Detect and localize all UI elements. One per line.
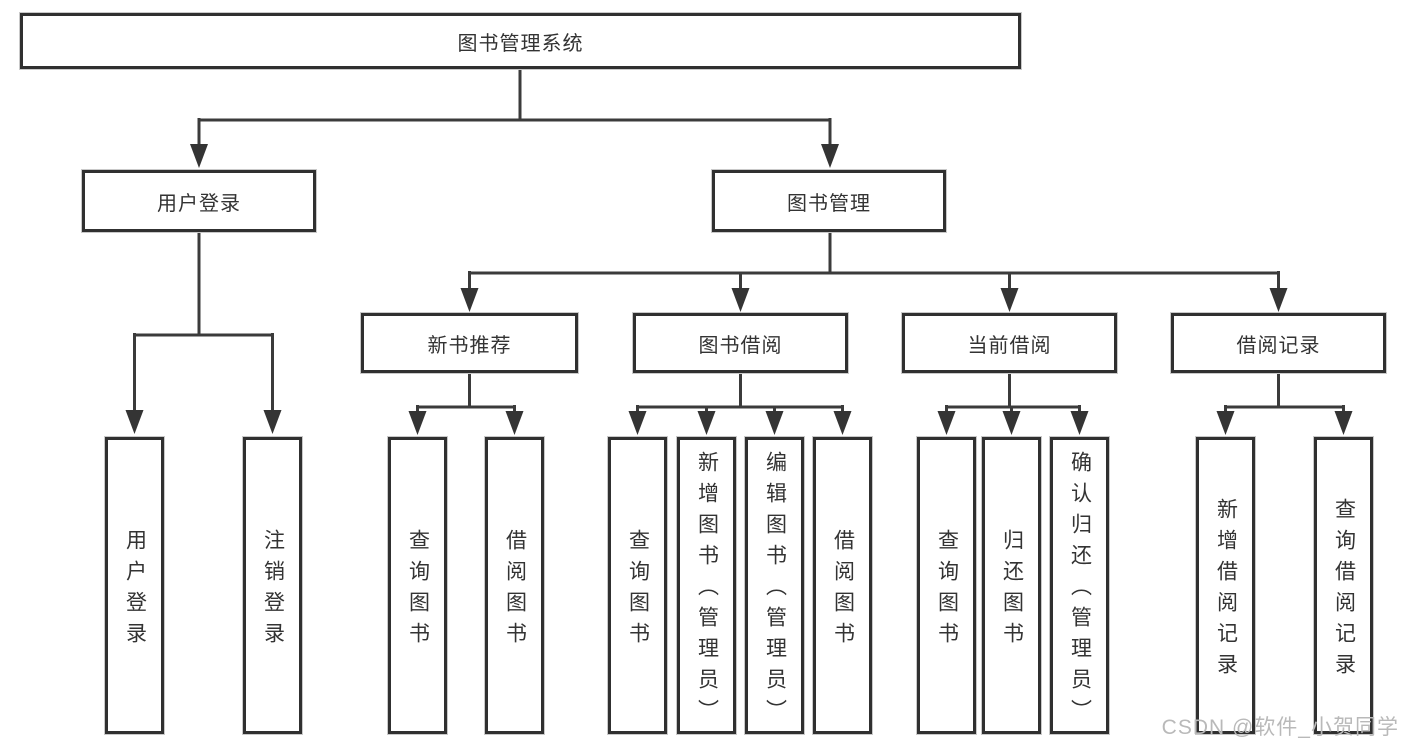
node-label: 查询图书: [626, 528, 650, 653]
node-label: 新增借阅记录: [1214, 497, 1238, 684]
leaf-borrow-books-recommend: 借阅图书: [485, 437, 544, 734]
leaf-user-login: 用户登录: [105, 437, 164, 734]
node-label: 用户登录: [123, 528, 147, 653]
leaf-edit-book-admin: 编辑图书（管理员）: [745, 437, 804, 734]
leaf-query-borrow-record: 查询借阅记录: [1314, 437, 1373, 734]
node-label: 查询图书: [406, 528, 430, 653]
node-system-root: 图书管理系统: [20, 13, 1021, 69]
node-label: 借阅图书: [503, 528, 527, 653]
node-label: 归还图书: [1000, 528, 1024, 653]
leaf-return-book: 归还图书: [982, 437, 1041, 734]
leaf-add-book-admin: 新增图书（管理员）: [677, 437, 736, 734]
node-label: 新增图书（管理员）: [695, 451, 719, 730]
node-label: 图书借阅: [698, 334, 783, 357]
leaf-borrow-books: 借阅图书: [813, 437, 872, 734]
leaf-query-books-current: 查询图书: [917, 437, 976, 734]
node-book-borrow: 图书借阅: [633, 313, 848, 373]
node-label: 查询图书: [935, 528, 959, 653]
node-label: 图书管理系统: [457, 32, 584, 55]
node-label: 当前借阅: [967, 334, 1052, 357]
arrowheads: [125, 144, 1353, 435]
leaf-query-books-recommend: 查询图书: [388, 437, 447, 734]
leaf-logout: 注销登录: [243, 437, 302, 734]
node-current-borrow: 当前借阅: [902, 313, 1117, 373]
node-user-login: 用户登录: [82, 170, 316, 232]
node-label: 图书管理: [787, 192, 871, 215]
leaf-confirm-return-admin: 确认归还（管理员）: [1050, 437, 1109, 734]
leaf-add-borrow-record: 新增借阅记录: [1196, 437, 1255, 734]
node-label: 注销登录: [261, 528, 285, 653]
node-label: 借阅记录: [1236, 334, 1321, 357]
node-book-management: 图书管理: [712, 170, 946, 232]
node-label: 新书推荐: [427, 334, 512, 357]
leaf-query-books-borrow: 查询图书: [608, 437, 667, 734]
node-label: 用户登录: [157, 192, 241, 215]
node-label: 查询借阅记录: [1332, 497, 1356, 684]
node-label: 确认归还（管理员）: [1068, 451, 1092, 730]
node-label: 编辑图书（管理员）: [763, 451, 787, 730]
node-label: 借阅图书: [831, 528, 855, 653]
csdn-watermark: CSDN @软件_小贺同学: [1161, 716, 1399, 739]
node-new-book-recommend: 新书推荐: [361, 313, 578, 373]
node-borrow-record: 借阅记录: [1171, 313, 1386, 373]
